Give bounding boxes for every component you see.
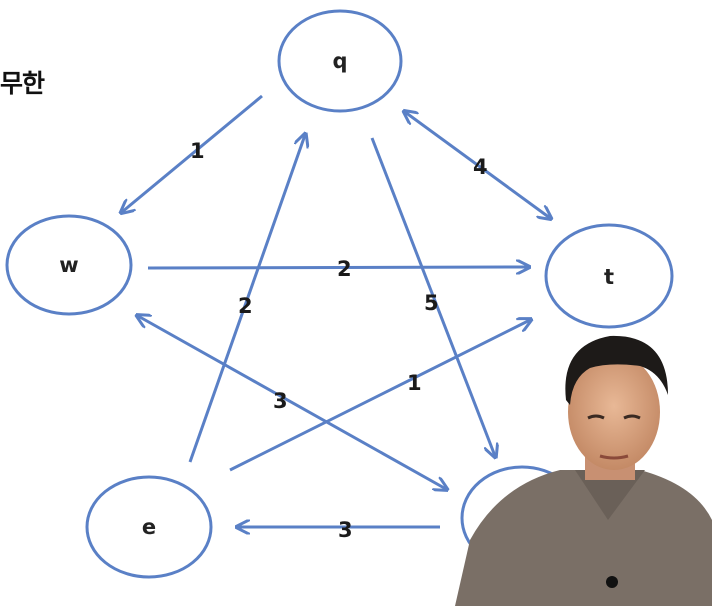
edge-label-w-t: 2 xyxy=(337,257,352,281)
presenter-overlay xyxy=(455,335,712,606)
edge-w-t xyxy=(147,267,528,268)
presenter-hair xyxy=(565,335,668,405)
edge-label-e-t: 1 xyxy=(407,371,422,395)
edge-label-q-t: 4 xyxy=(473,155,488,179)
node-t: t xyxy=(544,223,674,329)
presenter-eye-left xyxy=(587,414,605,420)
presenter-shirt xyxy=(455,470,712,606)
edge-w-r xyxy=(138,316,446,489)
presenter-collar xyxy=(575,470,645,520)
node-q: q xyxy=(277,9,403,113)
edge-label-q-r: 5 xyxy=(424,291,439,315)
edge-label-w-r: 3 xyxy=(273,389,288,413)
node-w-label: w xyxy=(59,253,78,277)
edge-label-q-w: 1 xyxy=(190,139,205,163)
node-w: w xyxy=(5,214,133,316)
presenter-microphone xyxy=(606,576,618,588)
node-e: e xyxy=(85,475,213,579)
edge-q-w xyxy=(122,94,263,212)
edge-q-t xyxy=(405,112,550,218)
edge-label-e-q: 2 xyxy=(238,294,253,318)
presenter-face xyxy=(568,354,660,470)
edge-q-r xyxy=(370,137,495,456)
page-heading: 무한 xyxy=(0,69,45,98)
presenter-eye-right xyxy=(623,414,641,420)
node-e-label: e xyxy=(142,515,156,539)
edge-label-r-e: 3 xyxy=(338,518,353,542)
node-q-label: q xyxy=(332,49,347,73)
node-t-label: t xyxy=(604,265,614,289)
presenter-mouth xyxy=(599,454,629,460)
